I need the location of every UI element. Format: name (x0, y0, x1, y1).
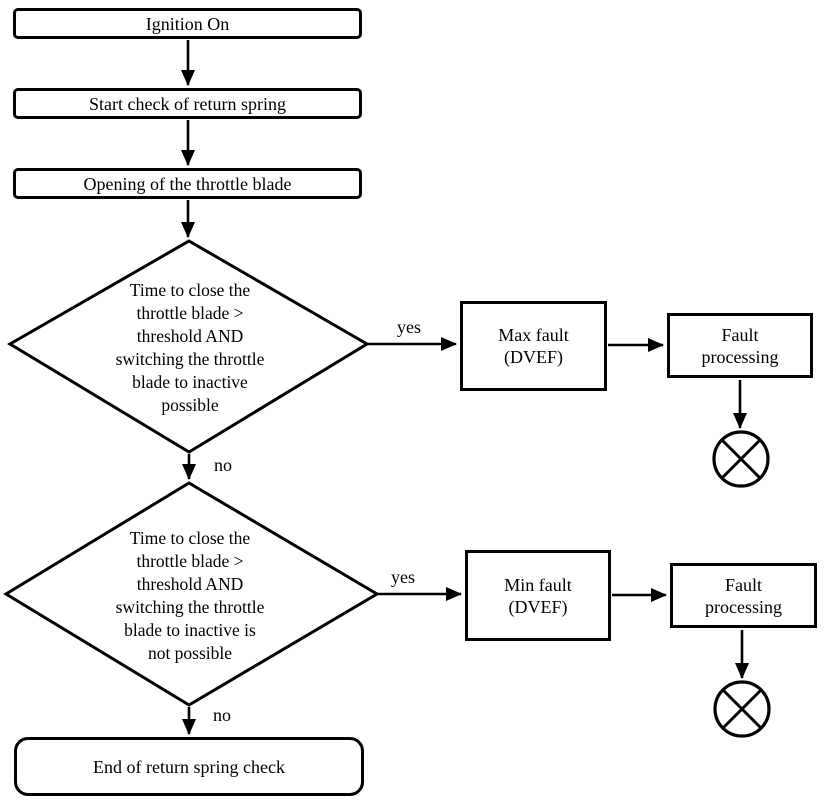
edge-label-decision2-yes: yes (391, 567, 415, 587)
decision2-label: Time to close the throttle blade > thres… (115, 528, 265, 663)
node-opening-throttle-blade: Opening of the throttle blade (13, 168, 362, 199)
node-max-fault-dvef: Max fault (DVEF) (460, 301, 607, 391)
node-end-return-spring-check: End of return spring check (14, 737, 364, 796)
edge-label-decision1-no: no (214, 455, 232, 475)
edge-label-decision2-no: no (213, 705, 231, 725)
end-terminator-1-icon (712, 430, 770, 488)
node-min-fault-dvef: Min fault (DVEF) (465, 550, 611, 641)
decision2-diamond (3, 481, 380, 707)
decision1-diamond (7, 239, 370, 454)
node-start-check: Start check of return spring (13, 88, 362, 119)
node-fault-processing-1: Fault processing (667, 313, 813, 378)
decision1-label: Time to close the throttle blade > thres… (115, 280, 265, 415)
node-ignition-on: Ignition On (13, 8, 362, 39)
edge-label-decision1-yes: yes (397, 317, 421, 337)
end-terminator-2-icon (713, 680, 771, 738)
node-fault-processing-2: Fault processing (670, 563, 817, 628)
